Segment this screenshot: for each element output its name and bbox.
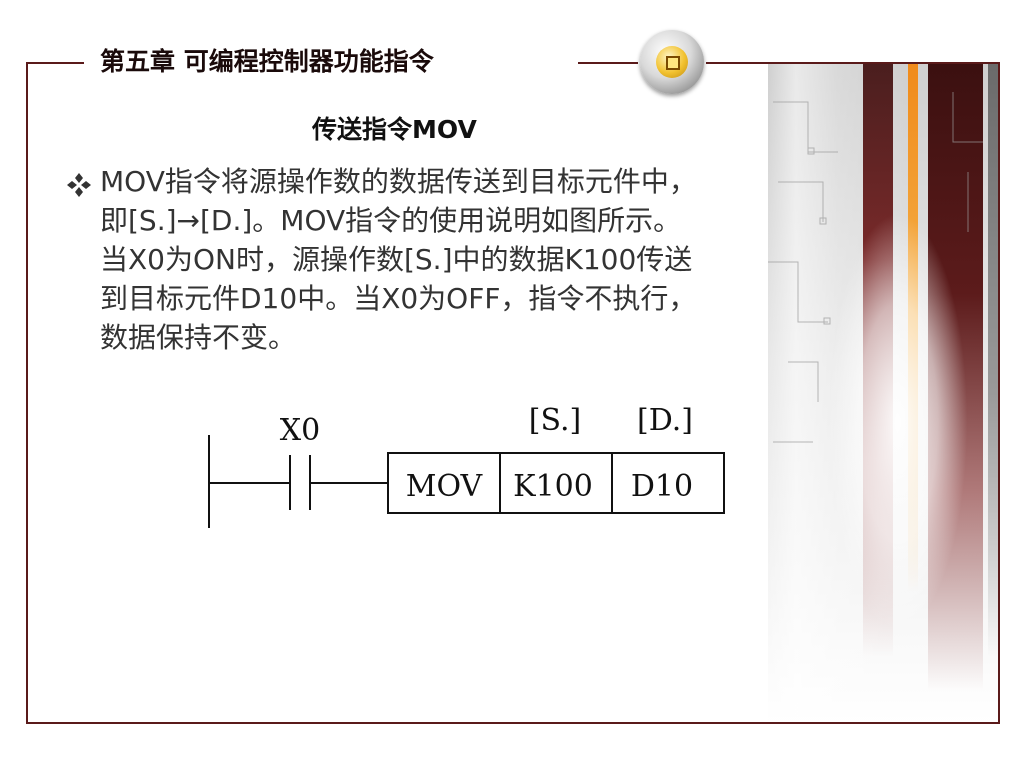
frame-border-right [998,62,1000,724]
circuit-pattern-decoration [768,92,983,443]
section-title: 传送指令MOV [312,115,477,144]
body-line: 到目标元件D10中。当X0为OFF，指令不执行， [100,282,697,315]
instruction-box [387,452,725,514]
frame-border-top [578,62,638,64]
badge-icon [640,30,704,94]
body-paragraph: MOV指令将源操作数的数据传送到目标元件中， 即[S.]→[D.]。MOV指令的… [100,162,840,357]
decorative-background-panel [768,62,1000,724]
body-line: MOV指令将源操作数的数据传送到目标元件中， [100,165,697,198]
contact-label: X0 [280,413,320,448]
body-line: 数据保持不变。 [100,321,297,354]
decorative-stripe [988,62,1000,724]
body-line: 当X0为ON时，源操作数[S.]中的数据K100传送 [100,243,693,276]
frame-border-bottom [26,722,1000,724]
destination-operand-cell: D10 [631,469,693,504]
instruction-cell: MOV [406,469,484,504]
ladder-diagram: X0 MOV K100 D10 [S.] [D.] [208,403,725,528]
frame-border-left [26,62,28,724]
source-operand-cell: K100 [513,469,593,504]
destination-operand-label: [D.] [637,403,693,438]
frame-border-top [26,62,84,64]
decorative-glow [828,212,968,632]
body-line: 即[S.]→[D.]。MOV指令的使用说明如图所示。 [100,204,682,237]
frame-border-top [706,62,1000,64]
diamond-bullet-icon [67,173,91,197]
source-operand-label: [S.] [529,403,581,438]
chapter-title: 第五章 可编程控制器功能指令 [100,47,434,76]
